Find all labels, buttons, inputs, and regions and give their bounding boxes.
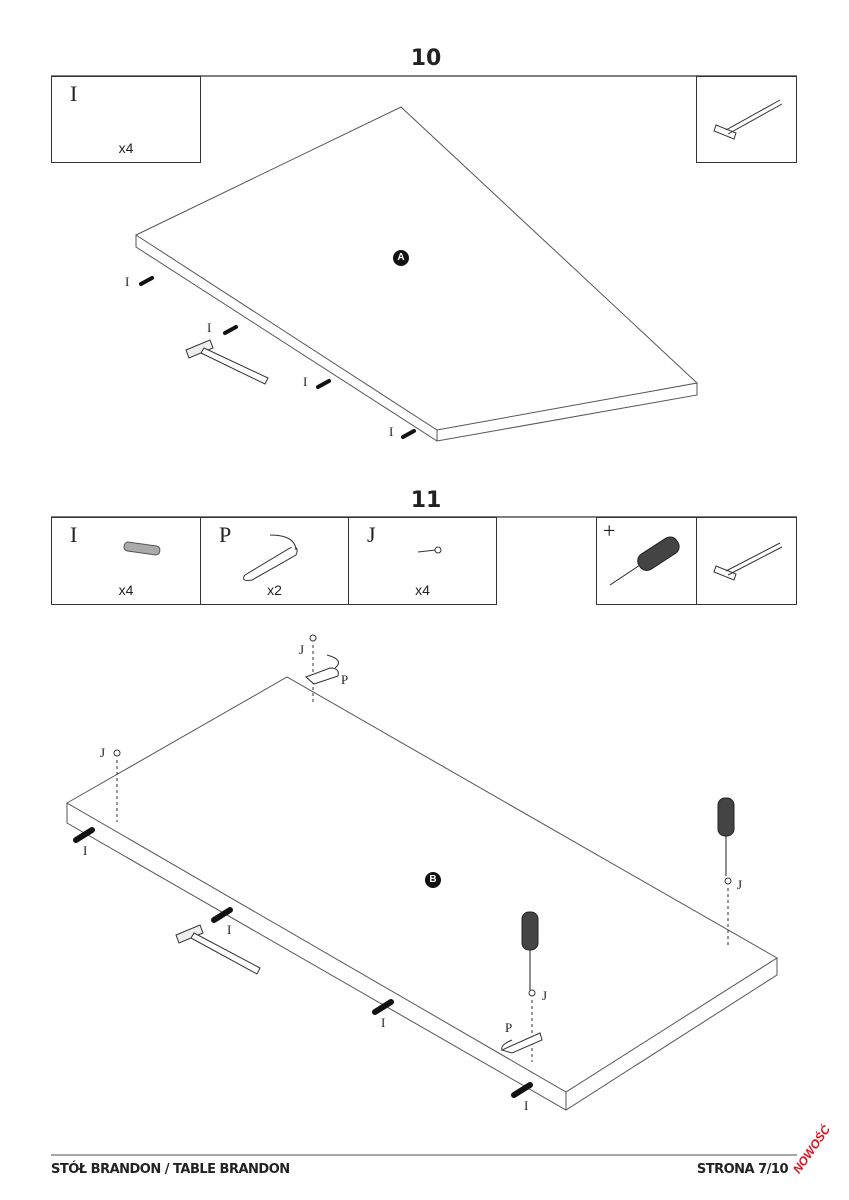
screwdriver-tool-icon xyxy=(609,536,680,586)
screwdrivers xyxy=(521,797,735,990)
part-letter: I xyxy=(70,81,78,106)
screw-guides xyxy=(116,645,729,1062)
screw-part-icon xyxy=(417,546,442,554)
dowel-label: I xyxy=(524,1098,529,1113)
part-qty: x4 xyxy=(118,140,134,156)
tool-box-hammer xyxy=(696,517,797,605)
screw-label: J xyxy=(100,745,106,760)
hammer-tool-icons xyxy=(713,99,783,581)
dowel-label: I xyxy=(83,843,88,858)
hammer-step11 xyxy=(175,924,261,975)
brackets xyxy=(305,654,543,1054)
part-box-i: I x4 xyxy=(51,517,201,605)
hammer-step10 xyxy=(185,339,269,385)
step-number: 10 xyxy=(410,46,442,71)
dowel-label: I xyxy=(227,922,232,937)
screw-label: J xyxy=(299,642,305,657)
bracket-label: P xyxy=(341,672,349,687)
part-qty: x4 xyxy=(415,582,430,598)
dowel-label: I xyxy=(125,274,130,289)
panel-b-drawing xyxy=(65,676,778,1111)
step-number: 11 xyxy=(410,488,442,513)
panel-label-a: A xyxy=(393,250,409,266)
bracket-label: P xyxy=(505,1020,513,1035)
phillips-symbol: + xyxy=(603,518,616,543)
dowels-step11 xyxy=(73,827,533,1098)
dowel-label: I xyxy=(207,320,212,335)
panel-label-b: B xyxy=(425,872,441,888)
screws-small xyxy=(113,634,732,997)
part-box-j: J x4 xyxy=(348,517,497,605)
part-letter: P xyxy=(219,522,232,547)
part-letter: J xyxy=(367,522,376,547)
part-qty: x4 xyxy=(118,582,134,598)
dowel-label: I xyxy=(303,374,308,389)
dowel-label: I xyxy=(389,424,394,439)
dowel-label: I xyxy=(381,1015,386,1030)
screw-label: J xyxy=(542,988,548,1003)
tool-box-screwdriver: + xyxy=(596,517,697,605)
page-number: STRONA 7/10 xyxy=(696,1162,789,1177)
bracket-part-icon xyxy=(243,534,298,581)
dowels-step10 xyxy=(139,276,416,439)
part-box-i: I x4 xyxy=(51,76,201,163)
part-qty: x2 xyxy=(267,582,282,598)
part-letter: I xyxy=(70,522,78,547)
tool-box-hammer xyxy=(696,76,797,163)
dowel-part-icons xyxy=(123,99,161,556)
panel-a-drawing xyxy=(134,106,699,442)
footer-title: STÓŁ BRANDON / TABLE BRANDON xyxy=(51,1162,290,1177)
part-box-p: P x2 xyxy=(200,517,349,605)
screw-label: J xyxy=(737,877,743,892)
